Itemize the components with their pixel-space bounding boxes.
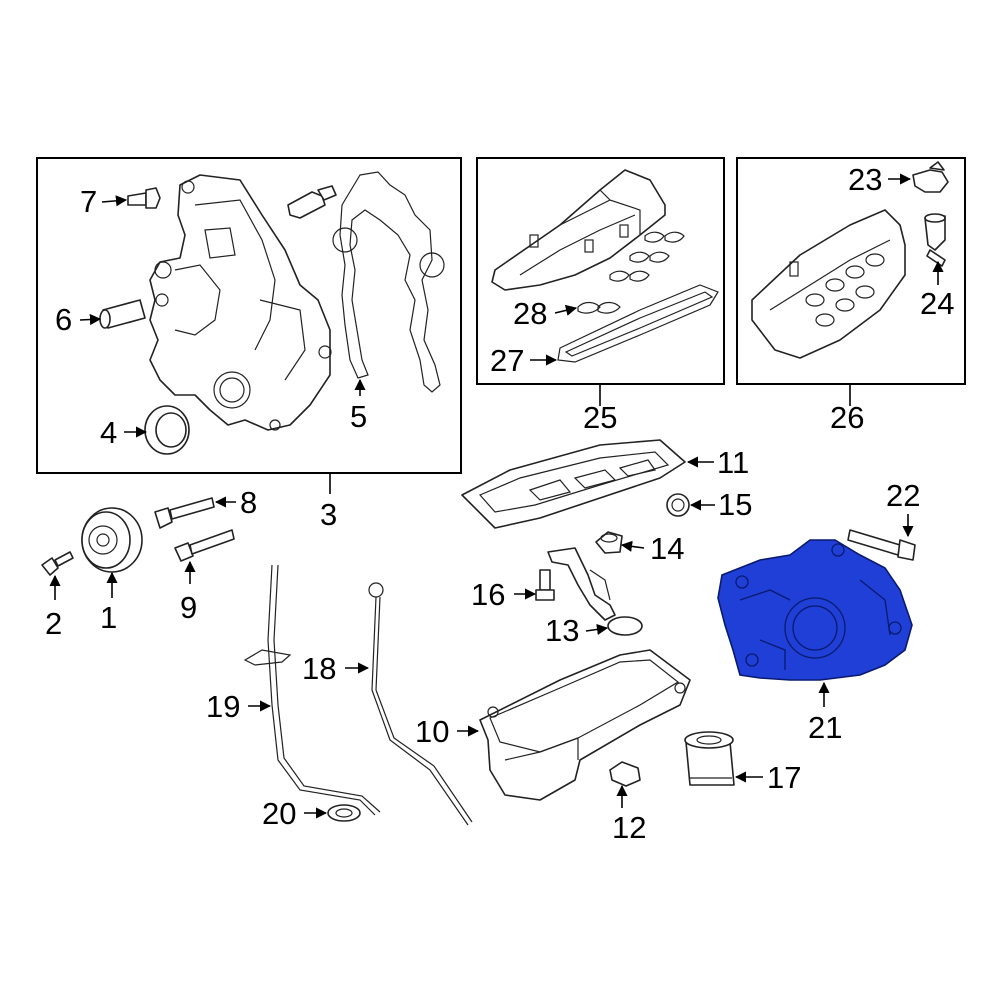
callout-13: 13 (545, 613, 579, 648)
cam-sensor[interactable] (287, 185, 337, 219)
callout-9: 9 (180, 590, 197, 625)
callout-20: 20 (262, 796, 296, 831)
dowel-part-6[interactable] (99, 299, 146, 329)
callout-8: 8 (240, 485, 257, 520)
seal-part-20[interactable] (327, 804, 361, 822)
callout-10: 10 (415, 714, 449, 749)
dipstick-part-18[interactable] (368, 582, 473, 826)
callout-12: 12 (612, 810, 646, 845)
valve-cover-left[interactable] (751, 209, 906, 359)
seal-part-28[interactable] (577, 301, 621, 314)
callout-26: 26 (830, 400, 864, 435)
bolt-part-22[interactable] (847, 529, 916, 561)
group-box-left-valve-cover (736, 157, 966, 385)
callout-23: 23 (848, 162, 882, 197)
callout-19: 19 (206, 689, 240, 724)
bolt-part-2[interactable] (41, 551, 74, 576)
valve-cover-right[interactable] (491, 169, 666, 291)
callout-14: 14 (650, 531, 684, 566)
bolt-part-7[interactable] (127, 187, 161, 209)
oil-pan-part-10[interactable] (479, 649, 691, 801)
callout-21: 21 (808, 710, 842, 745)
callout-24: 24 (920, 286, 954, 321)
seal-part-15[interactable] (666, 493, 690, 517)
callout-27: 27 (490, 343, 524, 378)
callout-22: 22 (886, 478, 920, 513)
gasket-part-27[interactable] (557, 284, 719, 363)
bolt-part-8[interactable] (154, 497, 215, 529)
callout-17: 17 (767, 760, 801, 795)
callout-28: 28 (513, 296, 547, 331)
timing-cover[interactable] (149, 174, 332, 431)
callout-4: 4 (100, 415, 117, 450)
callout-25: 25 (583, 400, 617, 435)
dipstick-tube-part-19[interactable] (243, 564, 381, 816)
callout-5: 5 (350, 399, 367, 434)
callout-1: 1 (100, 600, 117, 635)
group-box-right-valve-cover (476, 157, 725, 385)
callout-6: 6 (55, 302, 72, 337)
bolt-part-9[interactable] (174, 529, 235, 562)
callout-16: 16 (471, 577, 505, 612)
nut-part-14[interactable] (595, 531, 623, 554)
callout-15: 15 (718, 487, 752, 522)
drain-plug-part-12[interactable] (609, 761, 641, 787)
front-seal-part-4[interactable] (144, 405, 190, 455)
leader-lines (49, 173, 944, 819)
pulley-part-1[interactable] (81, 507, 143, 573)
callout-2: 2 (45, 606, 62, 641)
callout-7: 7 (80, 184, 97, 219)
group-box-timing-cover (36, 157, 462, 474)
pan-gasket-part-11[interactable] (461, 439, 686, 529)
bolt-part-16[interactable] (535, 569, 555, 601)
pickup-tube-part-13[interactable] (547, 547, 643, 636)
callout-3: 3 (320, 497, 337, 532)
callout-11: 11 (717, 445, 749, 480)
oil-filter-part-17[interactable] (684, 731, 735, 786)
callout-labels: 7 6 4 5 3 1 2 8 9 28 27 25 26 23 24 11 1… (45, 162, 954, 845)
oil-pump-part-21[interactable] (717, 539, 913, 681)
cover-gasket-part-5[interactable] (332, 171, 445, 393)
breather-part-24[interactable] (924, 213, 946, 267)
spark-plug-seals[interactable] (609, 231, 685, 282)
callout-18: 18 (302, 651, 336, 686)
pcv-valve-part-23[interactable] (912, 161, 949, 193)
